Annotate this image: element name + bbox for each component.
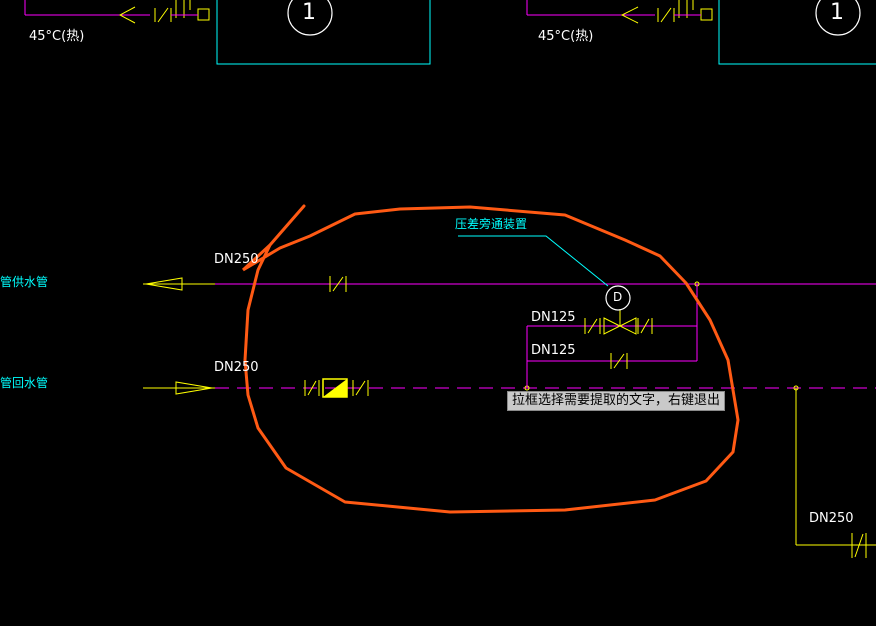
- bypass-branch: [526, 284, 698, 388]
- unit-number-right: 1: [830, 0, 844, 25]
- dn-supply-label: DN250: [214, 252, 259, 267]
- selection-hint-tooltip: 拉框选择需要提取的文字，右键退出: [507, 391, 726, 411]
- dn-branch-label-2: DN125: [531, 343, 576, 358]
- supply-pipe-line: [143, 276, 876, 292]
- temperature-label-right: 45°C(热): [538, 29, 594, 44]
- supply-pipe-label: 主管供水管: [0, 275, 49, 289]
- dn-bottom-right-label: DN250: [809, 511, 854, 526]
- return-pipe-label: 主管回水管: [0, 376, 49, 390]
- selection-lasso[interactable]: [241, 204, 740, 514]
- device-leader-line: [458, 235, 609, 287]
- diff-pressure-device-label: 压差旁通装置: [455, 217, 528, 231]
- bottom-right-branch: [795, 388, 876, 558]
- unit-number-left: 1: [302, 0, 316, 25]
- dn-branch-label-1: DN125: [531, 310, 576, 325]
- device-symbol-label: D: [613, 290, 623, 304]
- temperature-label-left: 45°C(热): [29, 29, 85, 44]
- dn-return-label: DN250: [214, 360, 259, 375]
- return-pipe-line: [143, 378, 876, 398]
- unit-block-right: [526, 0, 876, 65]
- unit-block-left: [24, 0, 431, 65]
